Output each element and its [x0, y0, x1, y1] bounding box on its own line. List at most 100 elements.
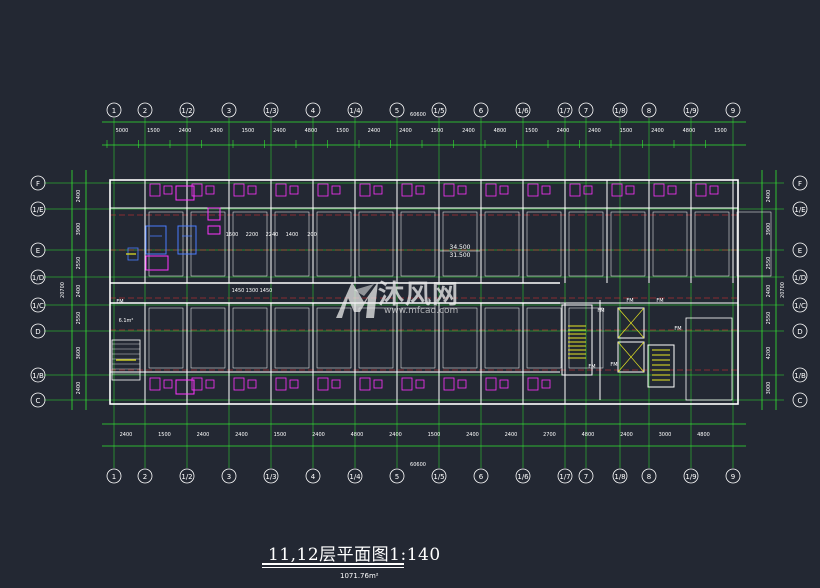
dim-text-top: 4800 — [494, 128, 507, 134]
dim-text-bottom: 1500 — [158, 432, 171, 438]
axis-label-right: 1/C — [794, 302, 806, 310]
toilet-fixture-north — [233, 183, 245, 197]
toilet-fixture-south — [443, 377, 455, 391]
dim-text-top: 1500 — [431, 128, 444, 134]
room-cell-north — [442, 211, 478, 277]
axis-bubble-top — [431, 102, 447, 118]
fire-door-label: FM — [597, 308, 604, 314]
room-cell-north — [526, 211, 562, 277]
dim-text-bottom: 2400 — [620, 432, 633, 438]
axis-bubble-bottom — [725, 468, 741, 484]
axis-label-bottom: 4 — [311, 473, 316, 481]
axis-bubble-bottom — [347, 468, 363, 484]
axis-label-right: C — [798, 397, 803, 405]
axis-label-right: 1/E — [794, 206, 805, 214]
axis-label-right: E — [798, 247, 802, 255]
axis-bubble-right — [792, 297, 808, 313]
axis-bubble-top — [347, 102, 363, 118]
axis-label-bottom: 3 — [227, 473, 231, 481]
room-cell-north — [736, 211, 772, 277]
chair-set — [207, 207, 221, 221]
axis-label-left: 1/B — [32, 372, 44, 380]
axis-label-top: 6 — [479, 107, 484, 115]
mid-dim-text: 1450 — [232, 288, 245, 294]
sofa-bottom-left — [175, 379, 195, 395]
axis-bubble-top — [389, 102, 405, 118]
axis-label-bottom: 1/6 — [517, 473, 529, 481]
axis-label-bottom: 1/8 — [614, 473, 625, 481]
axis-label-left: 1/C — [32, 302, 44, 310]
axis-label-bottom: 1/2 — [181, 473, 192, 481]
dim-text-top: 2400 — [588, 128, 601, 134]
toilet-fixture-north — [611, 183, 623, 197]
sink-fixture-north — [289, 185, 299, 195]
axis-label-bottom: 2 — [143, 473, 147, 481]
fire-door-label: FM — [626, 298, 633, 304]
axis-label-top: 7 — [584, 107, 588, 115]
room-cell-north — [400, 211, 436, 277]
axis-label-left: F — [36, 180, 40, 188]
room-cell-south — [442, 307, 478, 369]
room-cell-south — [232, 307, 268, 369]
axis-bubble-bottom — [515, 468, 531, 484]
toilet-fixture-north — [275, 183, 287, 197]
axis-label-top: 5 — [395, 107, 399, 115]
axis-label-right: D — [797, 328, 802, 336]
title-underline — [262, 563, 404, 565]
bed-blue — [177, 225, 197, 255]
sink-fixture-south — [247, 379, 257, 389]
area-label: 6.1m² — [119, 318, 134, 324]
desk-set — [145, 255, 169, 271]
room-cell-north — [358, 211, 394, 277]
axis-bubble-bottom — [305, 468, 321, 484]
axis-label-top: 3 — [227, 107, 231, 115]
dim-text-bottom: 4800 — [582, 432, 595, 438]
dim-total-top: 60600 — [410, 112, 426, 118]
toilet-fixture-north — [149, 183, 161, 197]
axis-label-top: 1/3 — [265, 107, 276, 115]
axis-label-bottom: 6 — [479, 473, 484, 481]
stair-dim-text: 1600 — [226, 232, 239, 238]
axis-label-bottom: 1/9 — [685, 473, 696, 481]
dim-text-bottom: 4800 — [351, 432, 364, 438]
room-cell-south — [358, 307, 394, 369]
drawing-title: 11,12层平面图1:140 — [268, 545, 441, 565]
fire-door-label: FM — [116, 299, 123, 305]
sink-fixture-north — [457, 185, 467, 195]
axis-label-bottom: 1/5 — [433, 473, 444, 481]
dim-text-right: 4200 — [766, 347, 772, 360]
axis-label-left: D — [35, 328, 40, 336]
elevator-cross — [617, 341, 645, 373]
room-cell-north — [652, 211, 688, 277]
room-cell-north — [274, 211, 310, 277]
sink-fixture-south — [205, 379, 215, 389]
axis-bubble-left — [30, 175, 46, 191]
toilet-fixture-north — [569, 183, 581, 197]
toilet-fixture-north — [359, 183, 371, 197]
dim-text-bottom: 1500 — [428, 432, 441, 438]
fire-door-label: FM — [674, 326, 681, 332]
axis-bubble-bottom — [389, 468, 405, 484]
axis-label-top: 1/5 — [433, 107, 444, 115]
dim-text-left: 3900 — [76, 223, 82, 236]
toilet-fixture-south — [401, 377, 413, 391]
sink-fixture-north — [415, 185, 425, 195]
axis-bubble-left — [30, 269, 46, 285]
axis-label-bottom: 1/3 — [265, 473, 276, 481]
sink-fixture-north — [373, 185, 383, 195]
axis-bubble-bottom — [612, 468, 628, 484]
axis-bubble-right — [792, 242, 808, 258]
sink-fixture-south — [289, 379, 299, 389]
stair-dim-text: 200 — [307, 232, 317, 238]
fire-door-label: FM — [656, 298, 663, 304]
axis-label-bottom: 1 — [112, 473, 116, 481]
bed-blue — [145, 225, 167, 255]
axis-label-top: 9 — [731, 107, 735, 115]
axis-label-top: 2 — [143, 107, 147, 115]
dim-text-top: 4800 — [305, 128, 318, 134]
dim-text-right: 2400 — [766, 190, 772, 203]
stair-core-1 — [561, 304, 593, 376]
elevator-2 — [617, 341, 645, 373]
dim-text-right: 3000 — [766, 382, 772, 395]
axis-label-top: 1/8 — [614, 107, 625, 115]
